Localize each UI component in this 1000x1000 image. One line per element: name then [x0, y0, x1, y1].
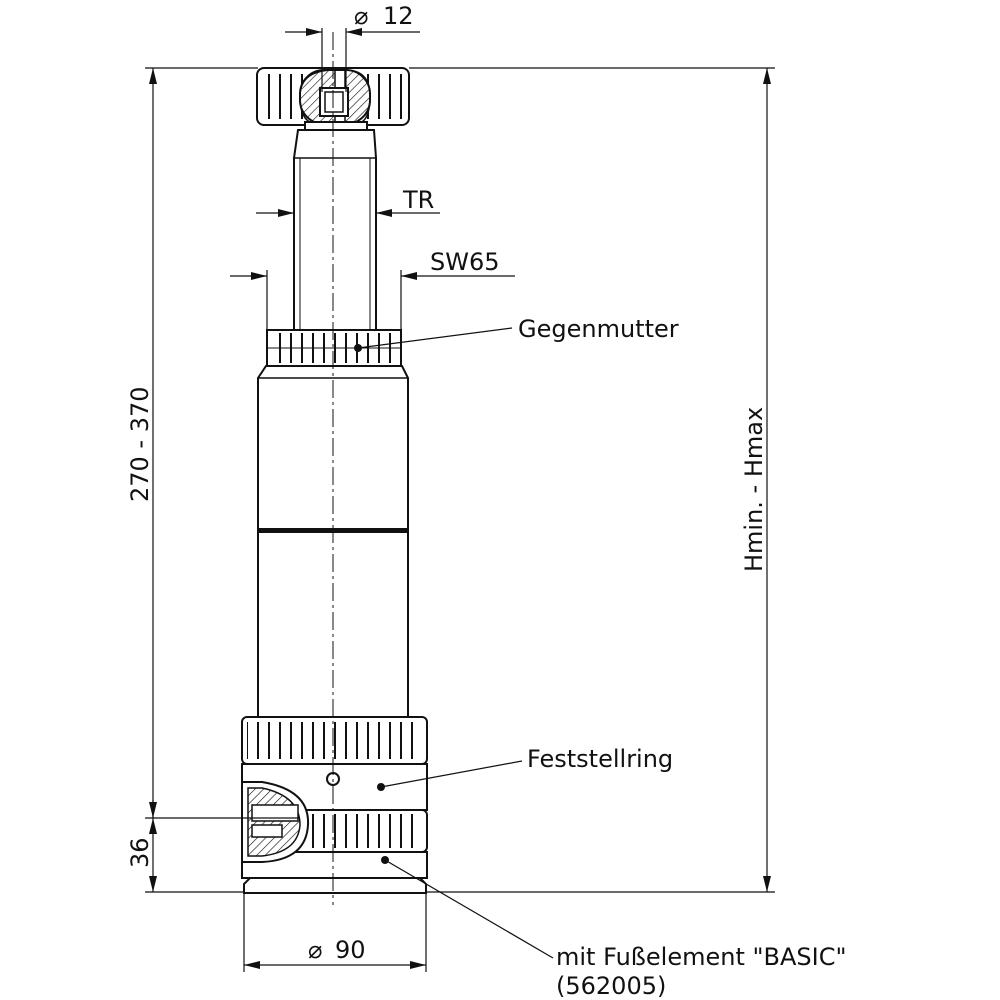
dimension-height-range: 270 - 370 — [126, 67, 258, 818]
diameter-symbol: ⌀ — [354, 2, 368, 30]
thread-label: TR — [402, 186, 434, 214]
dimension-pin-diameter: ⌀ 12 — [285, 2, 420, 92]
ball-joint-section — [241, 781, 310, 863]
callout-locking-ring: Feststellring — [377, 745, 673, 791]
dimension-base-diameter: ⌀ 90 — [243, 893, 427, 972]
callout-lock-nut: Gegenmutter — [354, 315, 679, 352]
pin-diameter-label: 12 — [383, 2, 414, 30]
lock-nut-label: Gegenmutter — [518, 315, 679, 343]
foot-part-number: (562005) — [556, 972, 666, 1000]
locking-ring-label: Feststellring — [527, 745, 673, 773]
dimension-wrench-size: SW65 — [230, 248, 515, 330]
dimension-height-symbolic: Hmin. - Hmax — [409, 67, 775, 893]
dimension-base-height: 36 — [126, 800, 300, 893]
base-height-label: 36 — [126, 837, 154, 868]
lock-nut — [266, 329, 402, 367]
threaded-spindle — [293, 129, 377, 331]
support-jack-body — [241, 67, 428, 894]
callout-foot-element: mit Fußelement "BASIC" (562005) — [381, 856, 847, 1000]
foot-element-label: mit Fußelement "BASIC" — [556, 943, 847, 971]
dimension-thread: TR — [256, 186, 440, 217]
upper-knurled-ring — [241, 716, 428, 765]
height-symbolic-label: Hmin. - Hmax — [740, 407, 768, 572]
wrench-size-label: SW65 — [430, 248, 500, 276]
base-diameter-label: 90 — [335, 936, 366, 964]
diameter-symbol-base: ⌀ — [308, 936, 322, 964]
height-range-label: 270 - 370 — [126, 386, 154, 502]
